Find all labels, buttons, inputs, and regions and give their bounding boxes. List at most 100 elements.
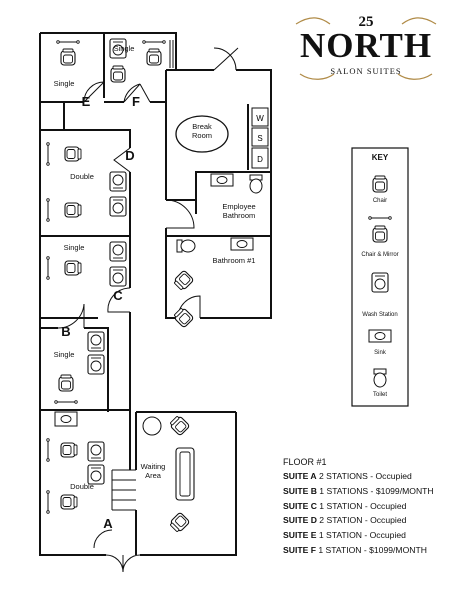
wash-station-icon [109, 196, 127, 217]
door-f-leaf [139, 83, 151, 103]
chair-icon [60, 442, 78, 458]
suite-status: $1099/MONTH [369, 544, 427, 555]
wash-station-icon [87, 441, 105, 462]
suite-stations: 1 STATION [318, 544, 362, 555]
chair-icon [64, 146, 82, 162]
mirror-icon [46, 490, 50, 514]
legend-row-suite-e: SUITE E 1 STATION - Occupied [283, 530, 406, 541]
suite-letter-d: D [125, 148, 135, 163]
appliance-w [251, 107, 269, 127]
outer-wall-right [200, 69, 272, 319]
stairs [111, 469, 136, 511]
chair-icon [64, 202, 82, 218]
sink-icon [210, 173, 234, 187]
mirror-icon [46, 256, 50, 280]
floor-title: FLOOR #1 [283, 457, 327, 467]
waiting-table [142, 416, 162, 436]
outer-wall-top [40, 32, 177, 70]
suite-stations: 2 STATIONS [318, 471, 368, 481]
suite-status: Occupied [375, 471, 412, 481]
door-c [107, 287, 131, 313]
door-a [93, 529, 113, 549]
suite-stations: 1 STATIONS [319, 485, 369, 496]
toilet-icon [176, 239, 196, 253]
toilet-icon [373, 368, 387, 388]
room-label-employee-bathroom: Employee Bathroom [222, 202, 256, 220]
wash-station-icon [87, 354, 105, 375]
suite-status: Occupied [370, 515, 407, 526]
suite-name: SUITE D [283, 515, 317, 526]
key-title: KEY [371, 153, 389, 162]
suite-name: SUITE F [283, 544, 316, 555]
door-main-left [105, 554, 124, 573]
mirror-icon [142, 40, 166, 44]
suite-letter-b: B [61, 324, 71, 339]
wash-station-icon [371, 272, 389, 293]
brand-number: 25 [358, 14, 374, 30]
outer-wall-left [39, 33, 106, 556]
wash-station-icon [109, 266, 127, 287]
room-label-double-a: Double [70, 482, 94, 491]
chair-icon [58, 374, 74, 392]
room-label-bathroom-1: Bathroom #1 [212, 256, 256, 265]
wall [64, 129, 131, 148]
wall [165, 228, 178, 319]
appliance-d-label: D [257, 155, 263, 164]
door-d [113, 147, 131, 173]
chair-icon [146, 48, 162, 66]
brand-logo: 25 NORTH SALON SUITES [288, 14, 444, 86]
suite-letter-e: E [81, 94, 91, 109]
mirror-icon [46, 198, 50, 222]
mirror-icon [54, 400, 78, 404]
door-e [83, 81, 105, 103]
mirror-icon [56, 40, 80, 44]
chair-icon [64, 260, 82, 276]
wall [84, 327, 109, 412]
suite-letter-a: A [103, 516, 113, 531]
wash-station-icon [87, 331, 105, 352]
chair-icon [172, 269, 195, 292]
legend-row-suite-a: SUITE A 2 STATIONS - Occupied [283, 471, 412, 481]
chair-icon [60, 48, 76, 66]
mirror-icon [46, 142, 50, 166]
legend-row-suite-c: SUITE C 1 STATION - Occupied [283, 500, 407, 511]
chair-icon [168, 414, 191, 437]
suite-letter-c: C [113, 288, 123, 303]
brand-name: NORTH [299, 26, 433, 65]
chair-icon [372, 175, 388, 193]
door-f [123, 83, 141, 103]
suite-name: SUITE E [283, 530, 317, 541]
wash-station-icon [109, 241, 127, 262]
room-label-single-top: Single [113, 44, 135, 53]
door-main-right [122, 554, 141, 573]
wash-station-icon [109, 171, 127, 192]
wall [166, 171, 271, 201]
appliance-s [251, 127, 269, 147]
room-label-single-b: Single [53, 350, 75, 359]
break-room-table [175, 115, 229, 153]
chair-icon [110, 65, 126, 83]
suite-stations: 2 STATION [319, 515, 363, 526]
brand-subtitle: SALON SUITES [330, 66, 402, 76]
chair-icon [168, 511, 191, 534]
logo-ornament [295, 17, 437, 80]
wall [40, 235, 131, 288]
mirror-icon [46, 438, 50, 462]
key-label-chair-mirror: Chair & Mirror [361, 252, 399, 258]
room-label-break-room: Break Room [191, 122, 212, 140]
floor-legend: FLOOR #1 SUITE A 2 STATIONS - Occupied S… [283, 456, 458, 558]
door-b [57, 303, 85, 329]
chair-icon [372, 225, 388, 243]
sink-icon [368, 329, 392, 343]
room-label-waiting-area: Waiting Area [140, 462, 166, 480]
toilet-icon [249, 174, 263, 194]
appliance-w-label: W [256, 114, 264, 123]
room-label-single-c: Single [63, 243, 85, 252]
appliance-s-label: S [257, 134, 262, 143]
suite-name: SUITE A [283, 471, 317, 481]
chair-icon [172, 306, 195, 329]
suite-stations: 1 STATION [318, 530, 362, 541]
sink-icon [230, 237, 254, 251]
door-break [213, 47, 239, 71]
